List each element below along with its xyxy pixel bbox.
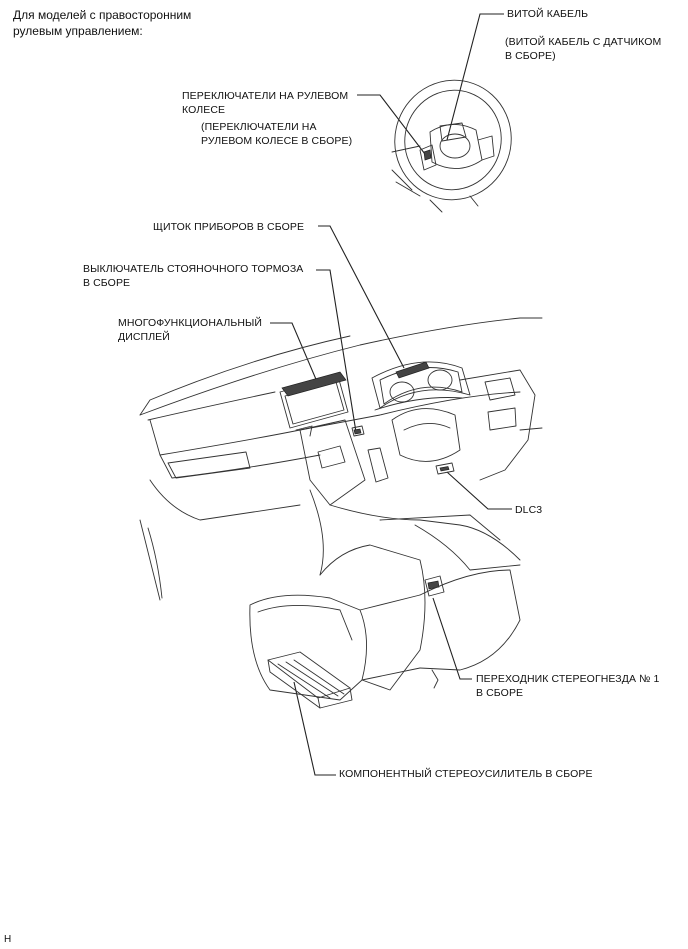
footer-code: H xyxy=(4,934,12,945)
label-stereo-amplifier: КОМПОНЕНТНЫЙ СТЕРЕОУСИЛИТЕЛЬ В СБОРЕ xyxy=(339,768,593,780)
label-combination-meter: ЩИТОК ПРИБОРОВ В СБОРЕ xyxy=(153,221,305,233)
header-note: Для моделей с правосторонним рулевым упр… xyxy=(13,8,192,38)
label-stereo-jack-adapter: ПЕРЕХОДНИК СТЕРЕОГНЕЗДА № 1 В СБОРЕ xyxy=(476,673,660,699)
leader-spiral-cable xyxy=(446,13,504,141)
stereo-amplifier-unit xyxy=(267,651,353,709)
leader-multi-display xyxy=(270,322,319,385)
combination-meter-unit xyxy=(371,361,471,411)
multi-display-unit xyxy=(279,371,349,437)
leader-parking-brake xyxy=(316,269,357,433)
label-spiral-cable-sub: (ВИТОЙ КАБЕЛЬ С ДАТЧИКОМ В СБОРЕ) xyxy=(505,36,662,62)
label-steering-switches-sub: (ПЕРЕКЛЮЧАТЕЛИ НА РУЛЕВОМ КОЛЕСЕ В СБОРЕ… xyxy=(201,121,353,147)
label-multi-display: МНОГОФУНКЦИОНАЛЬНЫЙ ДИСПЛЕЙ xyxy=(118,317,263,343)
label-parking-brake-switch: ВЫКЛЮЧАТЕЛЬ СТОЯНОЧНОГО ТОРМОЗА В СБОРЕ xyxy=(83,263,304,289)
leader-dlc3 xyxy=(446,471,512,510)
leader-stereo-jack xyxy=(432,597,472,680)
seat-drawing xyxy=(249,544,521,701)
label-dlc3: DLC3 xyxy=(515,504,543,516)
label-spiral-cable: ВИТОЙ КАБЕЛЬ xyxy=(507,8,589,20)
steering-wheel-drawing xyxy=(391,79,512,213)
stereo-jack-unit xyxy=(424,575,445,597)
cabin-drawing xyxy=(139,317,543,709)
leader-combination-meter xyxy=(318,225,405,369)
leader-lines xyxy=(270,13,512,776)
label-steering-switches: ПЕРЕКЛЮЧАТЕЛИ НА РУЛЕВОМ КОЛЕСЕ xyxy=(182,90,349,116)
leader-stereo-amp xyxy=(293,681,336,776)
leader-steering-switches xyxy=(357,94,429,159)
